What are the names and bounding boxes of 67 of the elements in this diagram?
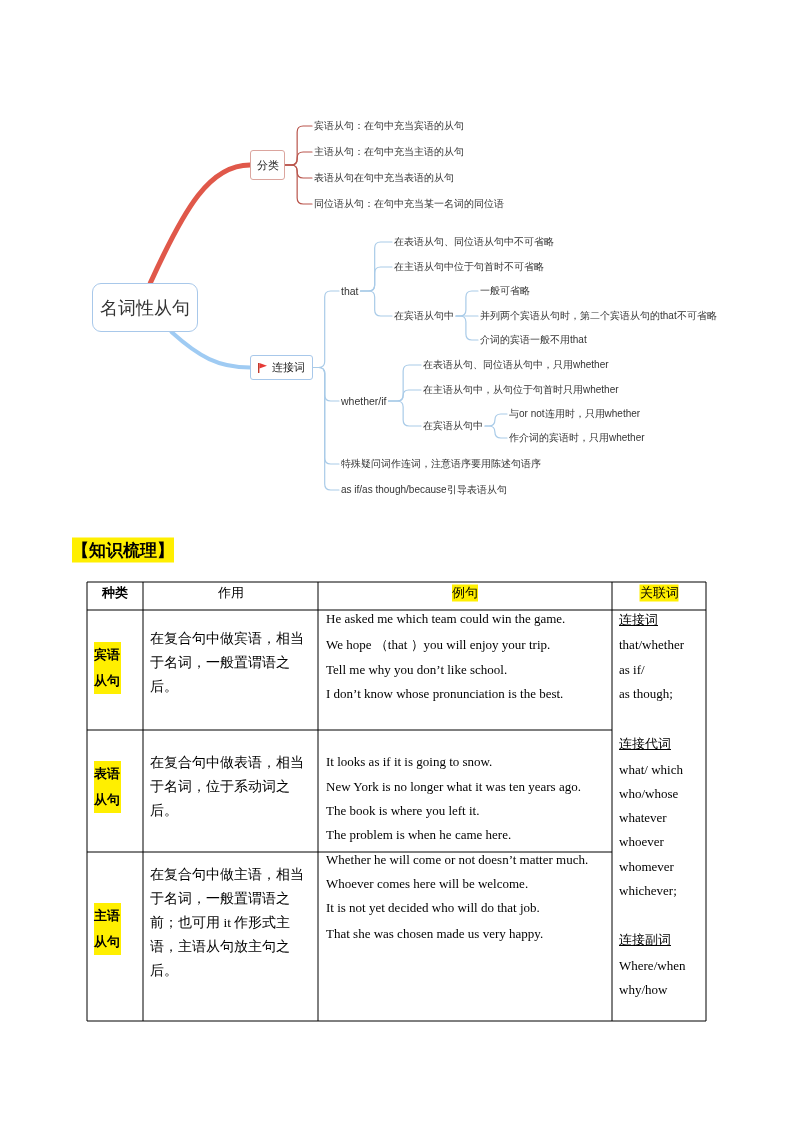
example-sentence: I don’t know whose pronunciation is the best. (326, 686, 564, 702)
branch-line (312, 366, 340, 491)
branch-label: 作介词的宾语时，只用whether (507, 430, 647, 446)
column-header: 作用 (218, 584, 244, 602)
branch-label: that (339, 284, 361, 298)
example-sentence: That she was chosen made us very happy. (326, 926, 544, 942)
example-sentence: Whether he will come or not doesn’t matter much. (326, 852, 589, 868)
column-header: 种类 (102, 584, 128, 602)
connective-word: whomever (619, 859, 674, 875)
example-sentence: The problem is when he came here. (326, 827, 512, 843)
branch-label: 特殊疑问词作连词，注意语序要用陈述句语序 (339, 456, 543, 472)
connective-word: that/whether (619, 637, 684, 653)
connective-heading: 连接词 (619, 611, 658, 629)
branch-label: 在主语从句中，从句位于句首时只用whether (421, 382, 621, 398)
branch-line (387, 400, 422, 427)
usage-note: 在复合句中做主语，相当于名词，一般置谓语之前；也可用 it 作形式主语，主语从句放主句之后。 (150, 866, 305, 980)
branch-label: 在宾语从句中 (392, 308, 456, 324)
clause-type: 主语从句 (94, 903, 121, 955)
branch-label: 在主语从句中位于句首时不可省略 (392, 259, 546, 275)
example-sentence: We hope （that ）you will enjoy your trip. (326, 636, 551, 654)
column-header: 例句 (452, 584, 478, 602)
example-sentence: It is not yet decided who will do that job. (326, 900, 540, 916)
branch-label: 主语从句：在句中充当主语的从句 (312, 144, 466, 160)
branch-label: 并列两个宾语从句时，第二个宾语从句的that不可省略 (478, 308, 719, 324)
branch-label: 介词的宾语一般不用that (478, 332, 589, 348)
branch-label: 表语从句在句中充当表语的从句 (312, 170, 456, 186)
branch-label: 一般可省略 (478, 283, 532, 299)
branch-label: 在表语从句、同位语从句中不可省略 (392, 234, 556, 250)
usage-note: 在复合句中做表语，相当于名词，位于系动词之后。 (150, 754, 305, 820)
connective-word: what/ which (619, 762, 683, 778)
section-heading: 【知识梳理】 (72, 537, 174, 563)
branch-line (484, 425, 508, 439)
root-topic-box: 名词性从句 (92, 283, 198, 332)
branch-label: as if/as though/because引导表语从句 (339, 482, 509, 498)
connective-heading: 连接副词 (619, 931, 671, 949)
connective-word: who/whose (619, 786, 679, 802)
clause-type: 表语从句 (94, 761, 121, 813)
branch-line (284, 164, 313, 205)
branch-line (359, 290, 393, 317)
connective-word: whichever; (619, 883, 677, 899)
branch-label: 在表语从句、同位语从句中，只用whether (421, 357, 611, 373)
usage-note: 在复合句中做宾语，相当于名词，一般置谓语之后。 (150, 630, 305, 696)
branch-line (169, 330, 252, 370)
branch-line (455, 315, 479, 341)
branch-label: 与or not连用时，只用whether (507, 406, 643, 422)
connective-word: as though; (619, 686, 673, 702)
example-sentence: The book is where you left it. (326, 803, 480, 819)
clause-type: 宾语从句 (94, 642, 121, 694)
example-sentence: Tell me why you don’t like school. (326, 662, 508, 678)
topic-label: 连接词 (272, 360, 305, 375)
column-header: 关联词 (639, 584, 679, 602)
example-sentence: New York is no longer what it was ten years ago. (326, 779, 581, 795)
example-sentence: It looks as if it is going to snow. (326, 754, 493, 770)
example-sentence: Whoever comes here will be welcome. (326, 876, 529, 892)
connective-word: why/how (619, 982, 668, 998)
connective-word: whoever (619, 834, 664, 850)
connective-word: Where/when (619, 958, 686, 974)
connective-word: as if/ (619, 662, 645, 678)
branch-label: 在宾语从句中 (421, 418, 485, 434)
topic-box (250, 355, 313, 380)
branch-label: whether/if (339, 394, 389, 408)
connective-heading: 连接代词 (619, 735, 671, 753)
branch-label: 宾语从句：在句中充当宾语的从句 (312, 118, 466, 134)
branch-label: 同位语从句：在句中充当某一名词的同位语 (312, 196, 506, 212)
connective-word: whatever (619, 810, 667, 826)
example-sentence: He asked me which team could win the game. (326, 611, 566, 627)
topic-box: 分类 (250, 150, 285, 180)
